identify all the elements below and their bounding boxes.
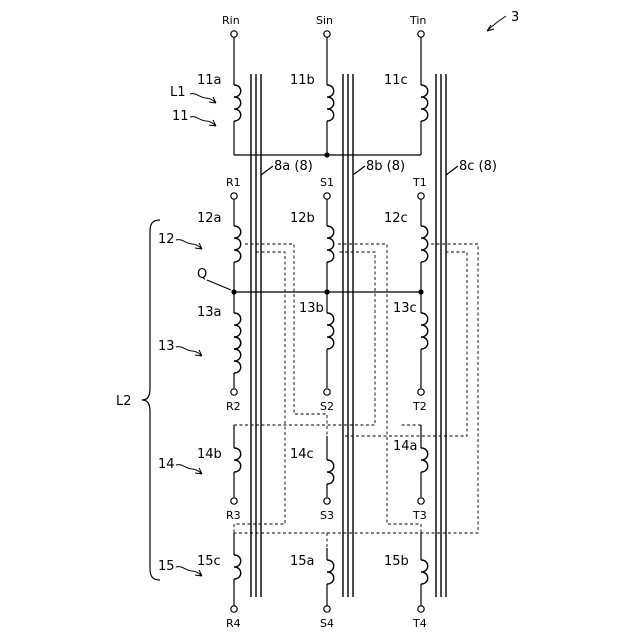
node-q-leader — [207, 280, 231, 290]
terminal-r3 — [231, 498, 237, 504]
coil-12b-label: 12b — [290, 211, 315, 226]
figure-number-arrow — [487, 16, 506, 31]
group-l2-brace — [142, 220, 160, 580]
terminal-r2-label: R2 — [226, 400, 241, 413]
terminal-r1 — [231, 193, 237, 199]
coil-13c-label: 13c — [393, 301, 417, 316]
group-11-label: 11 — [172, 109, 189, 124]
core-8b — [343, 74, 353, 597]
coil-11b-label: 11b — [290, 73, 315, 88]
terminal-s3-label: S3 — [320, 509, 334, 522]
winding-section-11 — [234, 37, 428, 158]
coil-14c — [327, 460, 334, 484]
coil-12a-label: 12a — [197, 211, 222, 226]
coil-15a — [327, 560, 334, 584]
coil-14a-label: 14a — [393, 439, 418, 454]
group-14-arrow — [176, 465, 202, 474]
core-8a-leader — [261, 166, 273, 175]
coil-13b — [327, 313, 334, 349]
terminal-r3-label: R3 — [226, 509, 241, 522]
coil-11b — [327, 85, 334, 121]
terminal-tin — [418, 31, 424, 37]
coil-14b-label: 14b — [197, 447, 222, 462]
coil-11c-label: 11c — [384, 73, 408, 88]
terminal-s2-label: S2 — [320, 400, 334, 413]
coil-14c-label: 14c — [290, 447, 314, 462]
terminal-s4-label: S4 — [320, 617, 334, 630]
coil-14a — [421, 448, 428, 472]
group-l1-arrow — [190, 94, 216, 103]
terminal-s4 — [324, 606, 330, 612]
terminal-sin — [324, 31, 330, 37]
group-l2-label: L2 — [116, 394, 132, 409]
coil-11c — [421, 85, 428, 121]
terminal-t3-label: T3 — [412, 509, 427, 522]
group-12-arrow — [176, 240, 202, 249]
terminal-t3 — [418, 498, 424, 504]
coil-13c — [421, 313, 428, 349]
core-8a — [251, 74, 261, 597]
terminal-s1 — [324, 193, 330, 199]
group-11-arrow — [190, 117, 216, 126]
group-13-arrow — [176, 347, 202, 356]
group-15-label: 15 — [158, 559, 175, 574]
terminal-t2-label: T2 — [412, 400, 427, 413]
figure-number: 3 — [511, 10, 519, 25]
terminal-r4 — [231, 606, 237, 612]
terminal-r2 — [231, 389, 237, 395]
group-14-label: 14 — [158, 457, 175, 472]
terminal-s2 — [324, 389, 330, 395]
coil-13a — [234, 337, 241, 373]
terminal-r1-label: R1 — [226, 176, 241, 189]
core-8b-label: 8b (8) — [366, 159, 405, 174]
winding-section-15 — [234, 533, 428, 606]
terminal-rin-label: Rin — [222, 14, 240, 27]
coil-13b-label: 13b — [299, 301, 324, 316]
terminal-t4 — [418, 606, 424, 612]
core-8c-leader — [446, 166, 458, 175]
coil-12b — [327, 226, 334, 262]
group-12-label: 12 — [158, 232, 175, 247]
coil-15c-label: 15c — [197, 554, 221, 569]
coil-15b — [421, 560, 428, 584]
coil-12c-label: 12c — [384, 211, 408, 226]
terminal-t4-label: T4 — [412, 617, 427, 630]
coil-11a — [234, 85, 241, 121]
winding-section-14 — [234, 425, 428, 497]
coil-12c — [421, 226, 428, 262]
coil-11a-label: 11a — [197, 73, 222, 88]
terminal-tin-label: Tin — [409, 14, 426, 27]
coil-14b — [234, 448, 241, 472]
terminal-t1 — [418, 193, 424, 199]
core-8c — [436, 74, 446, 597]
terminal-rin — [231, 31, 237, 37]
group-13-label: 13 — [158, 339, 175, 354]
node-q-label: Q — [197, 267, 207, 282]
core-8c-label: 8c (8) — [459, 159, 497, 174]
coil-15c — [234, 555, 241, 579]
coil-15b-label: 15b — [384, 554, 409, 569]
coil-12a — [234, 226, 241, 262]
terminal-t2 — [418, 389, 424, 395]
coil-13a-label: 13a — [197, 305, 222, 320]
terminal-s3 — [324, 498, 330, 504]
terminal-t1-label: T1 — [412, 176, 427, 189]
core-8a-label: 8a (8) — [274, 159, 313, 174]
core-8b-leader — [353, 166, 365, 175]
terminal-r4-label: R4 — [226, 617, 241, 630]
coil-15a-label: 15a — [290, 554, 315, 569]
terminal-s1-label: S1 — [320, 176, 334, 189]
group-l1-label: L1 — [170, 85, 186, 100]
terminal-sin-label: Sin — [316, 14, 333, 27]
